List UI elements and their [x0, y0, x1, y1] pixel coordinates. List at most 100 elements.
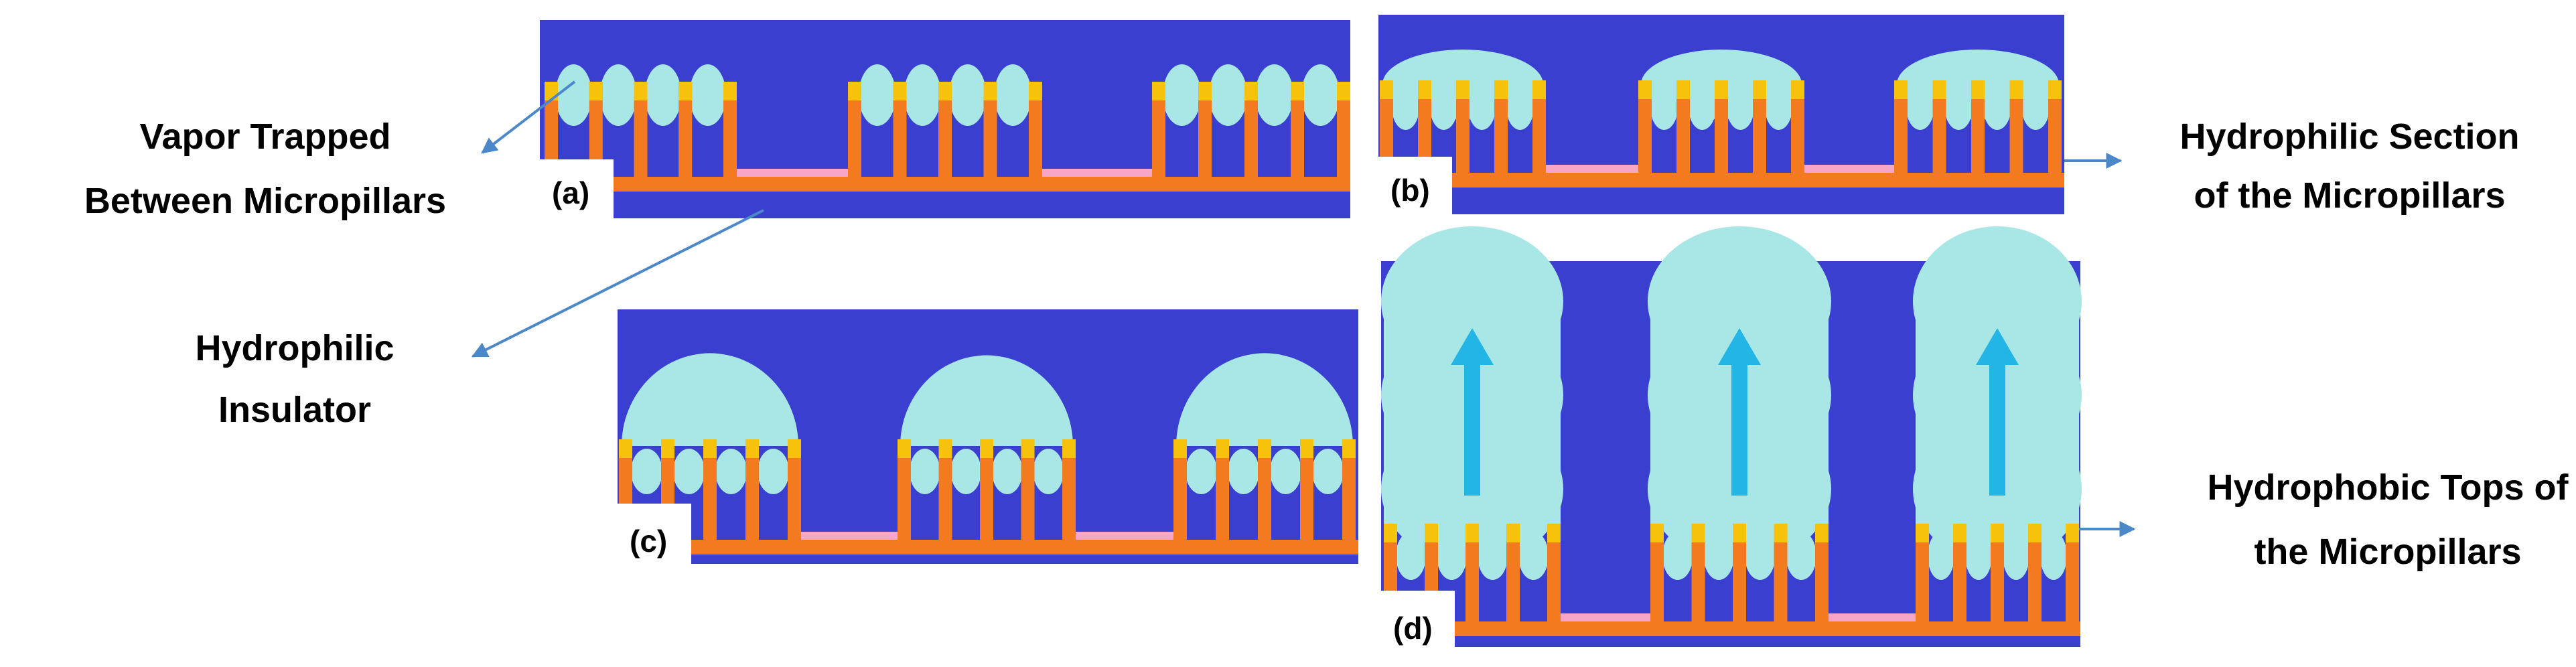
micropillar	[589, 82, 603, 177]
condensate-droplet	[1650, 84, 1678, 130]
micropillar	[1244, 82, 1258, 177]
condensate-droplet	[992, 449, 1023, 494]
micropillar-top	[1691, 524, 1705, 542]
condensate-droplet	[1478, 532, 1508, 580]
micropillar	[1258, 439, 1271, 540]
micropillar-top	[1418, 80, 1431, 99]
micropillar	[1971, 80, 1985, 173]
panel-label-box	[540, 159, 614, 221]
micropillar	[1506, 524, 1520, 621]
condensate-droplet	[644, 64, 682, 126]
micropillar-top	[1953, 524, 1966, 542]
hydrophilic-insulator	[1804, 165, 1894, 173]
micropillar	[1638, 80, 1652, 173]
condensate-droplet	[631, 449, 662, 494]
micropillar-top	[1547, 524, 1561, 542]
micropillar-top	[1337, 82, 1350, 100]
panel-label-d: (d)	[1393, 611, 1433, 646]
micropillar	[1753, 80, 1766, 173]
micropillar	[1715, 80, 1728, 173]
condensate-droplet	[1662, 532, 1693, 580]
condensate-droplet	[1506, 84, 1534, 130]
condensate-droplet	[1301, 64, 1340, 126]
micropillar	[545, 82, 558, 177]
micropillar-top	[2066, 524, 2079, 542]
condensate-droplet	[904, 64, 941, 126]
insulator-pointer	[471, 209, 764, 358]
micropillar	[1547, 524, 1561, 621]
panel-label-box	[1381, 591, 1455, 656]
micropillar	[893, 82, 907, 177]
flow-arrow-head	[1976, 328, 2019, 365]
condensate-droplet	[949, 64, 987, 126]
micropillar	[938, 82, 952, 177]
micropillar-top	[619, 439, 632, 458]
micropillar-top	[1173, 439, 1187, 458]
micropillar	[1465, 524, 1479, 621]
micropillar	[2066, 524, 2079, 621]
micropillar-top	[1494, 80, 1508, 99]
micropillar-top	[1638, 80, 1652, 99]
condensate-droplet	[910, 449, 940, 494]
panel-label-a: (a)	[552, 175, 589, 210]
micropillar	[2028, 524, 2042, 621]
micropillar-top	[1062, 439, 1076, 458]
condensate-droplet	[1228, 449, 1259, 494]
condensate-droplet	[1209, 64, 1247, 126]
condensate-droplet	[1727, 84, 1754, 130]
panel-a: (a)	[540, 20, 1350, 221]
micropillar	[1021, 439, 1035, 540]
micropillar-top	[678, 82, 693, 100]
micropillar	[2009, 80, 2023, 173]
micropillar-top	[1425, 524, 1438, 542]
micropillar	[723, 82, 737, 177]
micropillar	[1418, 80, 1431, 173]
condensate-droplet	[859, 64, 896, 126]
micropillar-top	[1532, 80, 1546, 99]
micropillar-top	[1815, 524, 1829, 542]
micropillar-top	[898, 439, 911, 458]
micropillar-top	[1715, 80, 1728, 99]
panel-d: (d)	[1381, 226, 2082, 656]
micropillar-top	[1244, 82, 1258, 100]
condensate-droplet	[673, 449, 705, 494]
micropillar-top	[980, 439, 993, 458]
micropillar	[2048, 80, 2062, 173]
micropillar-top	[938, 439, 952, 458]
micropillar-top	[893, 82, 907, 100]
micropillar-top	[1384, 524, 1397, 542]
micropillar-top	[1465, 524, 1479, 542]
hydrophilic-insulator	[1829, 613, 1916, 621]
micropillar-top	[2009, 80, 2023, 99]
micropillar	[634, 82, 648, 177]
micropillar-top	[1029, 82, 1042, 100]
micropillar-top	[1258, 439, 1271, 458]
hydrophilic-insulator	[1076, 532, 1173, 540]
micropillar	[1494, 80, 1508, 173]
micropillar	[1733, 524, 1746, 621]
condensate-droplet	[689, 64, 726, 126]
condensate-dome	[622, 353, 798, 446]
micropillar-top	[1342, 439, 1356, 458]
flow-arrow-head	[1451, 328, 1494, 365]
micropillar-top	[1291, 82, 1304, 100]
hydrophilic-insulator	[801, 532, 898, 540]
micropillar	[1676, 80, 1690, 173]
micropillar	[1932, 80, 1946, 173]
hydrophilic-insulator	[1546, 165, 1638, 173]
micropillar	[980, 439, 993, 540]
micropillar	[1173, 439, 1187, 540]
micropillar-top	[1380, 80, 1393, 99]
micropillar-top	[983, 82, 997, 100]
condensate-droplet	[1944, 84, 1973, 130]
micropillar-top	[1991, 524, 2004, 542]
micropillar-top	[634, 82, 648, 100]
micropillar-top	[703, 439, 717, 458]
condensate-droplet	[555, 64, 592, 126]
condensate-droplet	[1765, 84, 1792, 130]
micropillar	[678, 82, 693, 177]
condensate-droplet	[1186, 449, 1217, 494]
micropillar	[898, 439, 911, 540]
insulator-annotation-line2: Insulator	[218, 390, 371, 430]
condensate-droplet	[1392, 84, 1419, 130]
